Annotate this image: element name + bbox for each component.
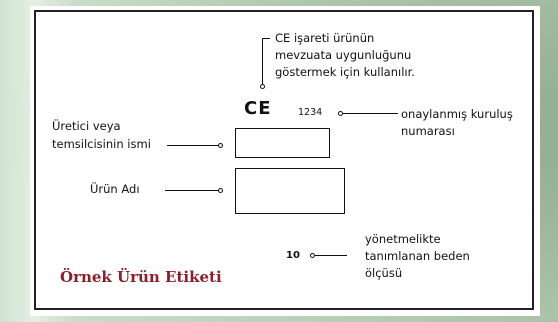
product-name-label: Ürün Adı (90, 182, 140, 196)
ce-note-leader-vertical (262, 38, 263, 87)
notified-body-label-line-1: onaylanmış kuruluş (401, 107, 513, 121)
manufacturer-label-line-2: temsilcisinin ismi (52, 137, 151, 151)
manufacturer-label-line-1: Üretici veya (52, 119, 121, 133)
manufacturer-dot (218, 143, 223, 148)
product-name-box (235, 168, 345, 214)
ce-note-dot (260, 84, 265, 89)
product-name-leader (165, 190, 219, 191)
size-label-line-1: yönetmelikte (365, 232, 441, 246)
product-name-dot (218, 188, 223, 193)
label-title: Örnek Ürün Etiketi (60, 268, 222, 286)
ce-note-leader-horizontal (262, 38, 270, 39)
manufacturer-box (235, 128, 330, 158)
size-value: 10 (286, 250, 300, 261)
ce-mark: CE (244, 98, 272, 119)
notified-body-label-line-2: numarası (401, 124, 455, 138)
manufacturer-leader (167, 145, 219, 146)
size-dot (310, 253, 315, 258)
size-label-line-3: ölçüsü (365, 266, 403, 280)
ce-note-line-3: göstermek için kullanılır. (275, 65, 415, 79)
size-label-line-2: tanımlanan beden (365, 249, 470, 263)
ce-note-line-1: CE işareti ürünün (275, 31, 375, 45)
label-card: CE işareti ürünün mevzuata uygunluğunu g… (30, 6, 540, 316)
ce-note-line-2: mevzuata uygunluğunu (275, 48, 412, 62)
notified-body-dot (338, 111, 343, 116)
label-frame (34, 10, 534, 310)
notified-body-number: 1234 (298, 107, 323, 118)
size-leader (315, 255, 347, 256)
notified-body-leader (343, 113, 398, 114)
